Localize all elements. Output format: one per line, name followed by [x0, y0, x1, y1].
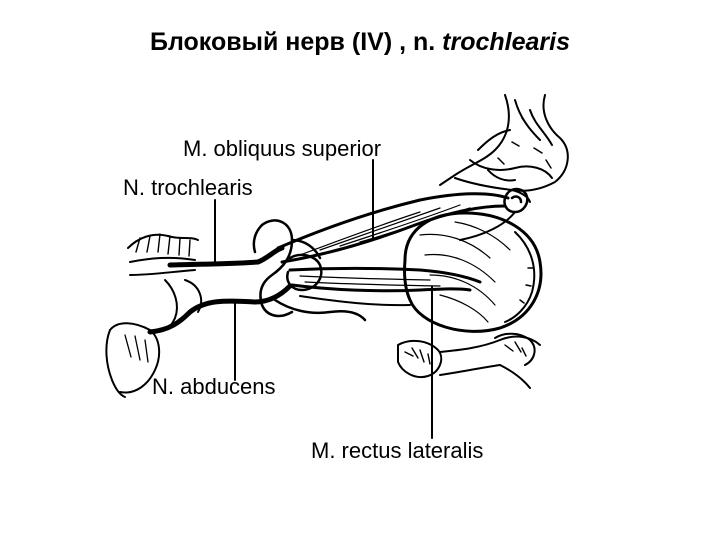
trochlea [503, 187, 529, 214]
tendinous-ring [252, 219, 367, 322]
lateral-rectus-muscle [288, 267, 482, 307]
label-m-obliquus-superior: M. obliquus superior [183, 136, 382, 161]
title-text: Блоковый нерв (IV) , n. [150, 28, 443, 56]
trochlear-nerve-path [167, 245, 285, 268]
label-n-abducens: N. abducens [152, 374, 276, 399]
label-m-rectus-lateralis: M. rectus lateralis [311, 438, 484, 463]
abducens-nerve-path [147, 283, 293, 335]
title-latin-text: trochlearis [442, 28, 570, 56]
orbit-bone [439, 94, 569, 203]
eyeball [403, 211, 543, 333]
slide-title: Блоковый нерв (IV) , n. trochlearis [0, 28, 720, 57]
nerves [147, 245, 293, 335]
label-n-trochlearis: N. trochlearis [123, 175, 253, 200]
leader-lines [214, 159, 433, 439]
superior-oblique-muscle [276, 192, 516, 264]
lower-bones [397, 332, 541, 389]
